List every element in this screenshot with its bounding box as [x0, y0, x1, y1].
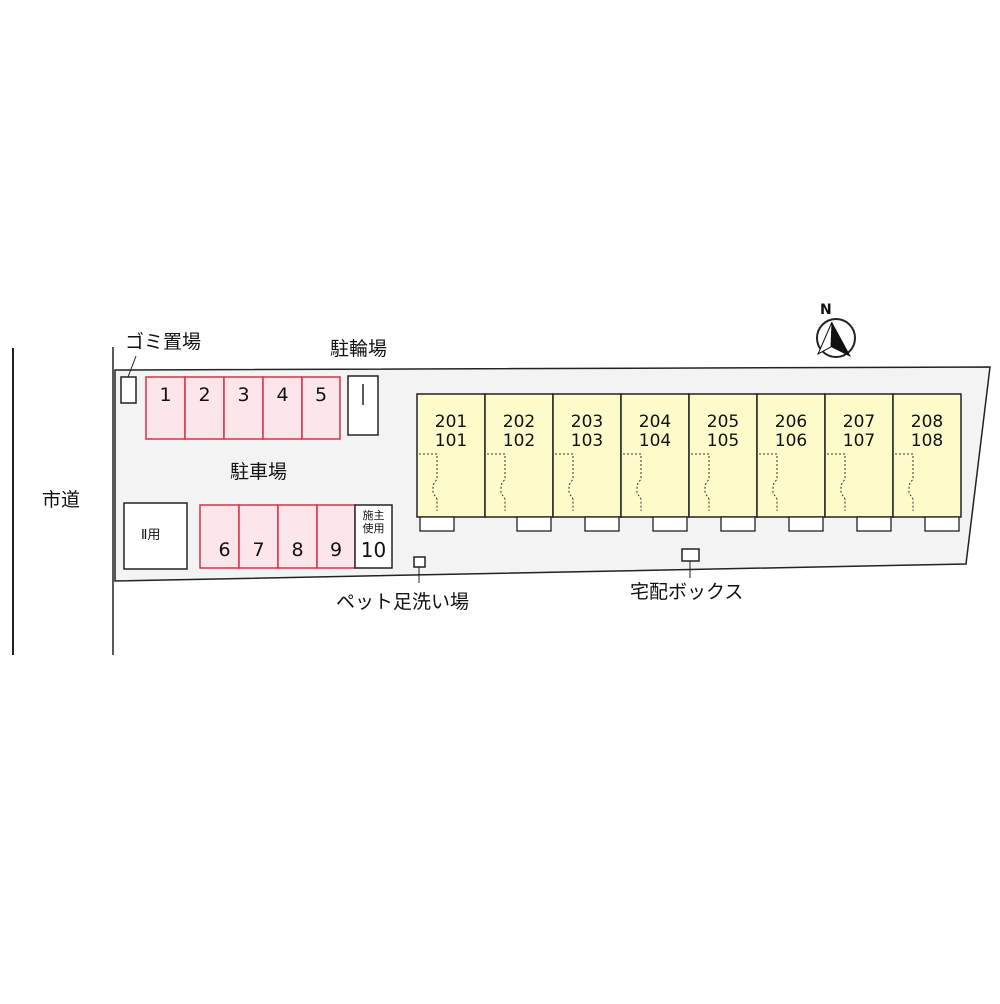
parking-slot-number: 6: [218, 539, 231, 561]
parking-slot-number: 5: [314, 384, 328, 406]
unit-upper-number: 203: [570, 412, 604, 432]
unit-upper-number: 204: [638, 412, 672, 432]
garbage-leader: [127, 355, 137, 378]
parking-row-top: [145, 376, 341, 440]
parking-slot-number: 8: [291, 539, 304, 561]
parking-slot: [223, 376, 264, 440]
parking-slot-number: 4: [276, 384, 289, 406]
compass-icon: [816, 318, 856, 358]
stair-outline: [895, 453, 914, 511]
unit-ii-label: Ⅱ用: [141, 528, 161, 543]
garbage-box: [120, 376, 137, 404]
owner-slot-text-1: 施主: [362, 509, 385, 522]
stair-outline: [487, 453, 506, 511]
parking-slot-number: 3: [237, 384, 250, 406]
unit-lower-number: 107: [842, 431, 876, 451]
unit-104: [620, 393, 690, 518]
unit-upper-number: 202: [502, 412, 536, 432]
parking-slot: [199, 504, 240, 569]
unit-lower-number: 102: [502, 431, 536, 451]
unit-step: [419, 516, 455, 532]
pet-wash-label: ペット足洗い場: [336, 591, 470, 613]
unit-step: [516, 516, 552, 532]
stair-outline: [759, 453, 778, 511]
parking-slot: [301, 376, 341, 440]
parking-slot-number: 9: [329, 539, 343, 561]
unit-101: [416, 393, 486, 518]
unit-lower-number: 105: [706, 431, 740, 451]
road-label: 市道: [42, 489, 81, 511]
unit-ii-space: [123, 502, 188, 570]
owner-slot-number: 10: [360, 538, 387, 562]
delivery-box-label: 宅配ボックス: [630, 581, 744, 603]
stair-outline: [827, 453, 846, 511]
pet-wash-box: [413, 556, 426, 568]
stair-outline: [691, 453, 710, 511]
unit-step: [652, 516, 688, 532]
parking-slot-number: 2: [198, 384, 211, 406]
building: [416, 393, 962, 532]
unit-upper-number: 205: [706, 412, 740, 432]
unit-103: [552, 393, 622, 518]
parking-slot: [145, 376, 186, 440]
unit-upper-number: 207: [842, 412, 876, 432]
unit-upper-number: 201: [434, 412, 468, 432]
owner-parking-slot: [354, 504, 393, 569]
parking-slot-number: 7: [252, 539, 265, 561]
unit-upper-number: 208: [910, 412, 944, 432]
unit-step: [720, 516, 756, 532]
unit-step: [788, 516, 824, 532]
unit-108: [892, 393, 962, 518]
compass-north-label: N: [820, 302, 832, 318]
unit-step: [584, 516, 620, 532]
parking-label: 駐車場: [230, 461, 288, 483]
parking-slot-number: 1: [159, 384, 172, 406]
stair-outline: [419, 453, 438, 511]
garbage-label: ゴミ置場: [125, 331, 202, 353]
unit-lower-number: 106: [774, 431, 808, 451]
stair-outline: [555, 453, 574, 511]
unit-lower-number: 101: [434, 431, 468, 451]
parking-row-bottom: [199, 504, 356, 569]
unit-step: [856, 516, 892, 532]
unit-step: [924, 516, 960, 532]
bicycle-label: 駐輪場: [330, 338, 388, 360]
parking-slot: [262, 376, 303, 440]
unit-upper-number: 206: [774, 412, 808, 432]
unit-lower-number: 108: [910, 431, 944, 451]
unit-lower-number: 104: [638, 431, 672, 451]
delivery-box: [681, 548, 700, 562]
stair-outline: [623, 453, 642, 511]
owner-slot-text-2: 使用: [362, 522, 385, 535]
parking-slot: [277, 504, 318, 569]
unit-lower-number: 103: [570, 431, 604, 451]
